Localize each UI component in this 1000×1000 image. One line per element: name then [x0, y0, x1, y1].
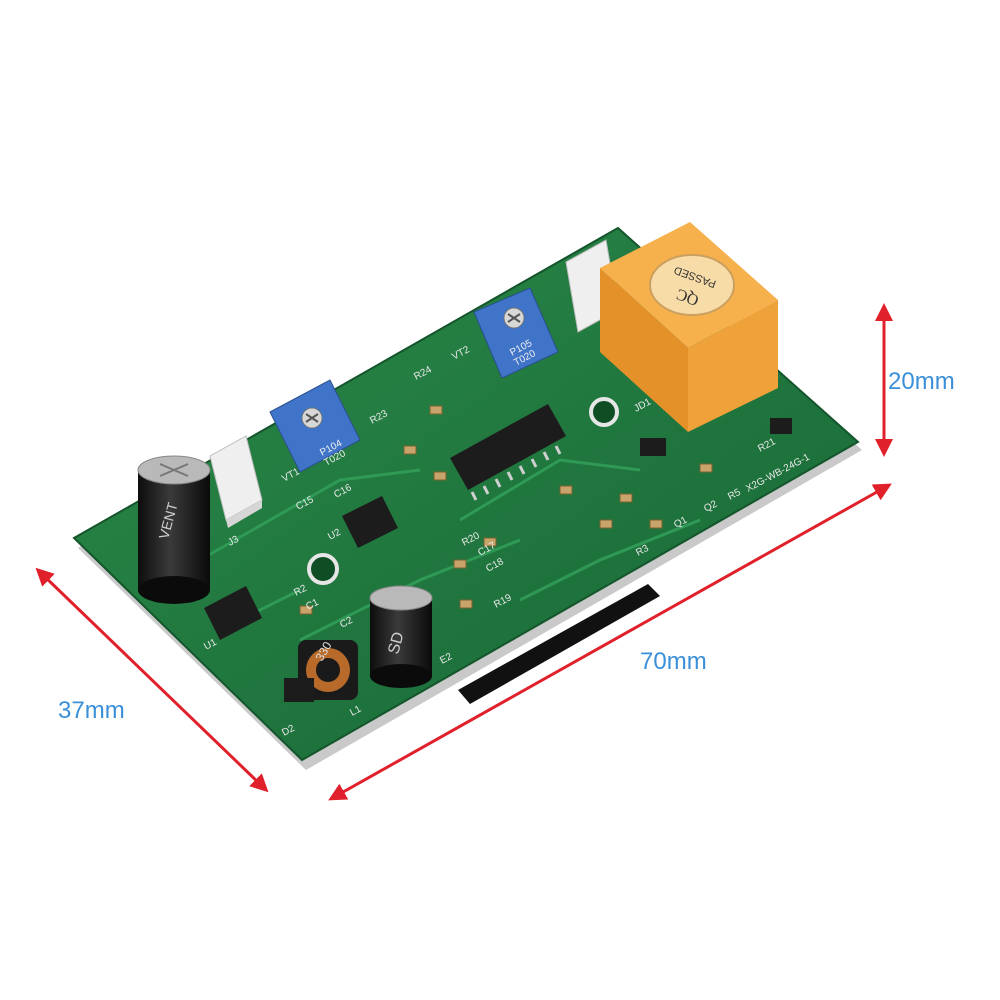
svg-text:R2: R2	[292, 583, 309, 599]
svg-text:D2: D2	[280, 723, 297, 739]
svg-text:C1: C1	[304, 597, 321, 613]
width-arrow	[35, 567, 269, 793]
svg-text:J3: J3	[226, 534, 241, 549]
relay-qc-text: QC	[674, 285, 701, 309]
trimmer-vt2: P105 T020	[473, 287, 559, 379]
length-arrow	[328, 483, 892, 801]
mounting-hole	[589, 397, 619, 427]
width-dimension-label: 37mm	[58, 697, 125, 724]
height-dimension-label: 20mm	[888, 368, 955, 395]
capacitor-large: VENT	[137, 455, 211, 604]
trimmer-vt1: P104 T020	[269, 379, 361, 473]
white-connector-left	[209, 435, 263, 528]
mounting-hole	[307, 553, 339, 585]
length-dimension-label: 70mm	[640, 648, 707, 675]
transistors	[284, 418, 792, 702]
relay: QC PASSED	[600, 222, 778, 432]
capacitor-small: SD	[369, 585, 433, 688]
